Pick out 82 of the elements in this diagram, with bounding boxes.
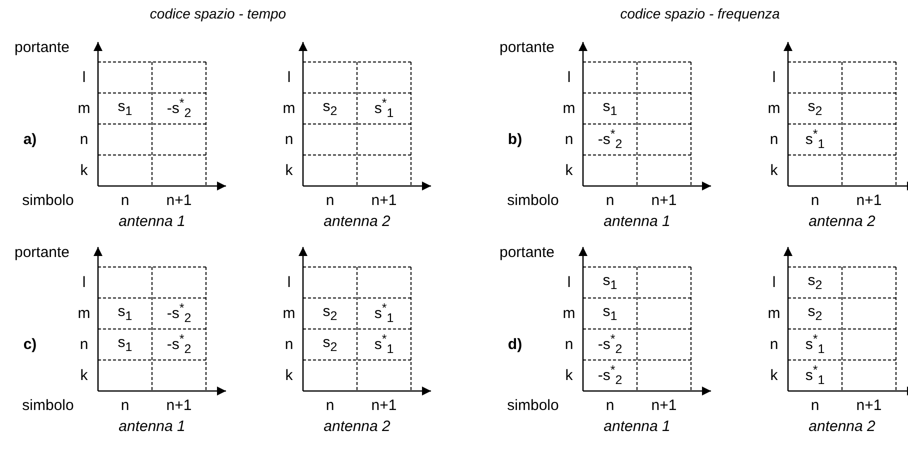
row-label: l xyxy=(287,69,291,86)
antenna-caption: antenna 2 xyxy=(324,214,390,230)
column-label: n xyxy=(120,192,130,210)
row-label: k xyxy=(285,162,293,179)
row-label: l xyxy=(287,274,291,291)
row-label: n xyxy=(564,336,574,353)
axis-title: simbolo xyxy=(22,398,74,414)
row-label: k xyxy=(565,162,573,179)
row-label: m xyxy=(562,100,576,117)
row-label: n xyxy=(770,336,778,353)
column-label: n+1 xyxy=(166,192,192,210)
panel-letter: c) xyxy=(23,336,37,354)
row-label: k xyxy=(80,367,88,384)
row-label: l xyxy=(567,274,571,291)
row-label: k xyxy=(770,367,778,384)
row-label: k xyxy=(285,367,293,384)
row-label: m xyxy=(768,305,780,322)
row-label: k xyxy=(770,162,778,179)
panel-letter: d) xyxy=(508,336,522,354)
column-label: n+1 xyxy=(651,398,677,414)
axis-title: portante xyxy=(14,40,70,56)
cell-value: s$_{1}$ xyxy=(602,98,618,118)
row-label: m xyxy=(562,305,576,322)
panel-letter: b) xyxy=(508,132,522,148)
cell-value: s$_{1}$ xyxy=(602,272,618,292)
axis-title: simbolo xyxy=(22,192,74,210)
antenna-caption: antenna 1 xyxy=(604,214,670,230)
column-label: n xyxy=(120,398,130,414)
row-label: l xyxy=(772,274,776,291)
cell-value: s$_{2}$ xyxy=(808,304,822,324)
cell-value: s$_{2}$ xyxy=(808,272,822,292)
section-title: codice spazio - tempo xyxy=(150,6,286,22)
row-label: l xyxy=(772,69,776,86)
row-label: n xyxy=(284,336,294,353)
cell-value: s$_{1}$ xyxy=(118,304,132,324)
axis-title: simbolo xyxy=(507,398,559,414)
antenna-caption: antenna 1 xyxy=(118,214,186,230)
row-label: k xyxy=(565,367,573,384)
axis-title: portante xyxy=(499,40,555,56)
row-label: n xyxy=(564,131,574,148)
column-label: n xyxy=(326,398,334,414)
column-label: n+1 xyxy=(651,192,677,210)
axis-title: portante xyxy=(499,244,555,262)
column-label: n+1 xyxy=(856,192,882,210)
row-label: m xyxy=(78,305,90,322)
column-label: n xyxy=(810,398,820,414)
cell-value: s$_{2}$ xyxy=(322,334,338,354)
column-label: n+1 xyxy=(371,192,397,210)
row-label: m xyxy=(78,100,90,117)
row-label: m xyxy=(768,100,780,117)
column-label: n xyxy=(606,192,614,210)
column-label: n xyxy=(326,192,334,210)
column-label: n+1 xyxy=(856,398,882,414)
section-title: codice spazio - frequenza xyxy=(620,6,780,22)
axis-title: simbolo xyxy=(507,192,559,210)
column-label: n+1 xyxy=(371,398,397,414)
row-label: k xyxy=(80,162,88,179)
column-label: n xyxy=(606,398,614,414)
panel-letter: a) xyxy=(23,132,37,148)
row-label: n xyxy=(80,131,88,148)
row-label: m xyxy=(282,305,296,322)
column-label: n+1 xyxy=(166,398,192,414)
column-label: n xyxy=(810,192,820,210)
cell-value: s$_{1}$ xyxy=(118,334,132,354)
row-label: m xyxy=(282,100,296,117)
row-label: n xyxy=(80,336,88,353)
antenna-caption: antenna 2 xyxy=(808,214,876,230)
cell-value: s$_{1}$ xyxy=(118,98,132,118)
antenna-caption: antenna 2 xyxy=(808,418,876,436)
antenna-caption: antenna 2 xyxy=(324,418,390,436)
row-label: l xyxy=(567,69,571,86)
cell-value: s$_{2}$ xyxy=(322,98,338,118)
cell-value: s$_{1}$ xyxy=(602,304,618,324)
antenna-caption: antenna 1 xyxy=(118,418,186,436)
row-label: l xyxy=(82,274,86,291)
row-label: n xyxy=(284,131,294,148)
row-label: l xyxy=(82,69,86,86)
row-label: n xyxy=(770,131,778,148)
antenna-caption: antenna 1 xyxy=(604,418,670,436)
cell-value: s$_{2}$ xyxy=(322,304,338,324)
cell-value: s$_{2}$ xyxy=(808,98,822,118)
axis-title: portante xyxy=(14,244,70,262)
